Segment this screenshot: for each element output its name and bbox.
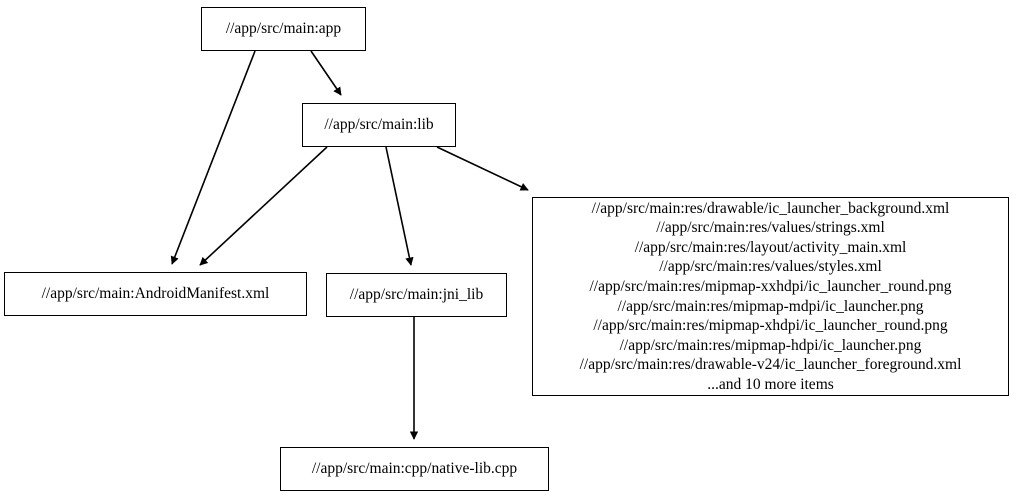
node-res-group-label: //app/src/main:res/drawable/ic_launcher_… [579, 199, 962, 393]
edge-lib-to-jnilib [385, 146, 414, 266]
node-app-label: //app/src/main:app [225, 20, 342, 38]
node-jni-lib-label: //app/src/main:jni_lib [349, 286, 484, 304]
node-native-lib-cpp-label: //app/src/main:cpp/native-lib.cpp [311, 460, 518, 478]
node-lib-label: //app/src/main:lib [324, 116, 434, 134]
node-android-manifest-label: //app/src/main:AndroidManifest.xml [41, 285, 270, 303]
node-native-lib-cpp[interactable]: //app/src/main:cpp/native-lib.cpp [280, 447, 549, 491]
edge-lib-to-manifest [199, 146, 328, 266]
node-android-manifest[interactable]: //app/src/main:AndroidManifest.xml [4, 272, 307, 316]
node-jni-lib[interactable]: //app/src/main:jni_lib [326, 273, 507, 317]
node-res-group[interactable]: //app/src/main:res/drawable/ic_launcher_… [532, 197, 1009, 396]
node-app[interactable]: //app/src/main:app [201, 7, 366, 51]
edge-app-to-manifest [170, 50, 256, 265]
edge-lib-to-res [436, 146, 529, 191]
edge-app-to-lib [310, 50, 342, 96]
node-lib[interactable]: //app/src/main:lib [302, 103, 456, 147]
